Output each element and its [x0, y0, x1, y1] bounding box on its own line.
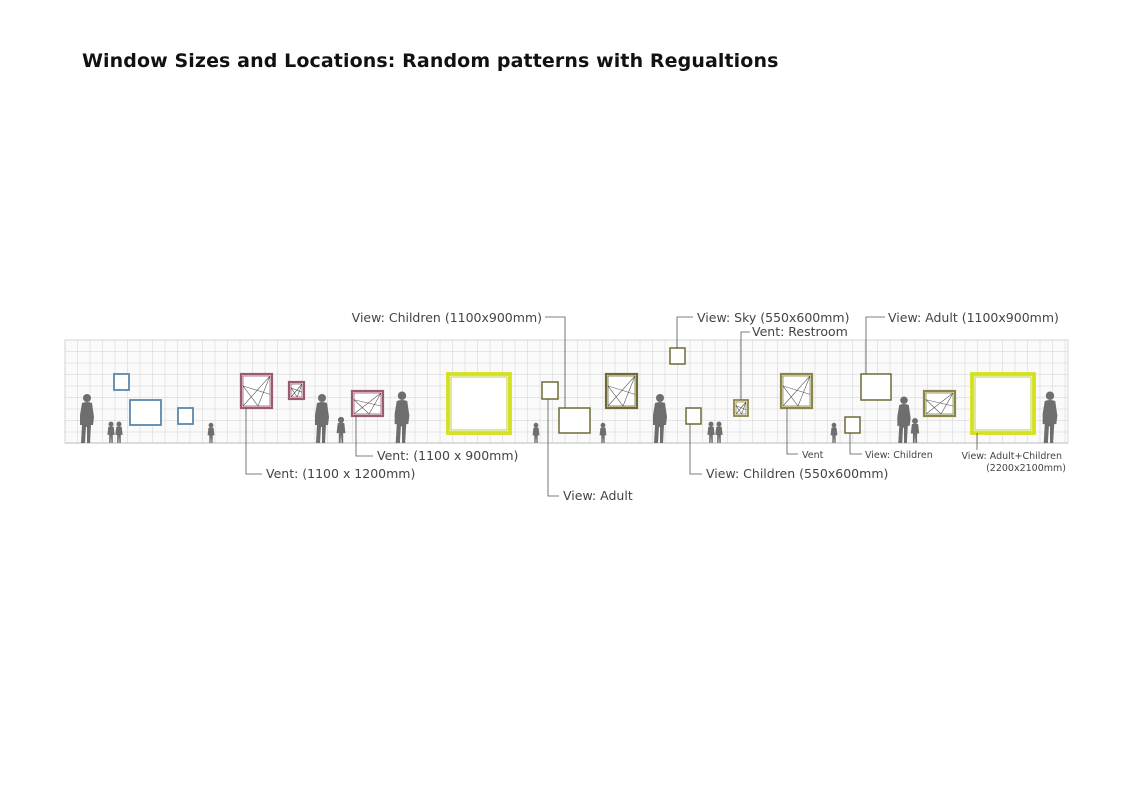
vent-cross-icon: [290, 383, 303, 398]
vent-inner-frame: [242, 375, 271, 407]
label-vent-restroom: Vent: Restroom: [752, 324, 848, 339]
leader-line: [689, 424, 702, 475]
vent-inner-frame: [925, 392, 954, 415]
leader-line: [676, 316, 693, 348]
label-view-adult-children-2: (2200x2100mm): [986, 463, 1066, 474]
window-frame: [177, 407, 194, 425]
leader-line: [547, 399, 559, 497]
window-set: [113, 347, 1036, 435]
window-frame-inner: [450, 376, 508, 431]
page-title: Window Sizes and Locations: Random patte…: [82, 50, 779, 72]
vent-hatching: [924, 392, 954, 415]
window: [860, 373, 892, 401]
vent-inner-frame: [607, 375, 636, 407]
leader-line: [786, 408, 798, 455]
window: [129, 399, 162, 426]
label-view-adult: View: Adult: [563, 488, 633, 503]
label-view-adult-children-1: View: Adult+Children: [962, 451, 1062, 462]
annotation-labels: View: Children (1100x900mm) View: Sky (5…: [266, 310, 1066, 503]
leader-line: [849, 433, 862, 455]
window: [922, 389, 957, 418]
window: [844, 416, 861, 434]
vent-hatching: [782, 375, 811, 407]
window: [177, 407, 194, 425]
window: [446, 372, 512, 435]
vent-cross-icon: [782, 375, 811, 407]
leader-line: [865, 316, 885, 374]
window: [685, 407, 702, 425]
leader-line: [245, 408, 262, 475]
label-view-children-1100: View: Children (1100x900mm): [352, 310, 542, 325]
window-frame: [844, 416, 861, 434]
window-frame-inner: [974, 376, 1032, 431]
label-vent-1100-1200: Vent: (1100 x 1200mm): [266, 466, 415, 481]
leader-lines: [245, 316, 978, 497]
vent-hatching: [290, 383, 303, 398]
window: [669, 347, 686, 365]
vent-hatching: [242, 375, 271, 407]
label-vent: Vent: [802, 450, 824, 461]
vent-hatching: [352, 392, 382, 415]
window: [604, 372, 639, 410]
label-view-children: View: Children: [865, 450, 933, 461]
window-frame: [558, 407, 591, 434]
leader-line: [545, 316, 566, 408]
vent-cross-icon: [607, 375, 636, 407]
window: [970, 372, 1036, 435]
window: [779, 372, 814, 410]
window-frame: [669, 347, 686, 365]
label-view-adult-1100: View: Adult (1100x900mm): [888, 310, 1059, 325]
window: [239, 372, 274, 410]
window: [113, 373, 130, 391]
label-vent-1100-900: Vent: (1100 x 900mm): [377, 448, 518, 463]
vent-cross-icon: [352, 392, 382, 415]
leader-line: [355, 416, 373, 457]
vent-inner-frame: [782, 375, 811, 407]
vent-hatching: [735, 401, 747, 415]
vent-cross-icon: [735, 401, 747, 415]
window: [287, 380, 306, 401]
window: [541, 381, 559, 400]
vent-cross-icon: [242, 375, 271, 407]
vent-inner-frame: [735, 401, 747, 415]
window-frame: [113, 373, 130, 391]
window: [733, 399, 749, 417]
label-view-sky: View: Sky (550x600mm): [697, 310, 849, 325]
window-frame: [860, 373, 892, 401]
label-view-children-550: View: Children (550x600mm): [706, 466, 888, 481]
leader-line: [740, 331, 750, 400]
vent-hatching: [607, 375, 636, 407]
window-frame: [129, 399, 162, 426]
vent-inner-frame: [290, 383, 303, 398]
vent-cross-icon: [924, 392, 954, 415]
vent-inner-frame: [353, 392, 382, 415]
window: [350, 389, 385, 418]
window: [558, 407, 591, 434]
window-frame: [541, 381, 559, 400]
window-frame: [685, 407, 702, 425]
